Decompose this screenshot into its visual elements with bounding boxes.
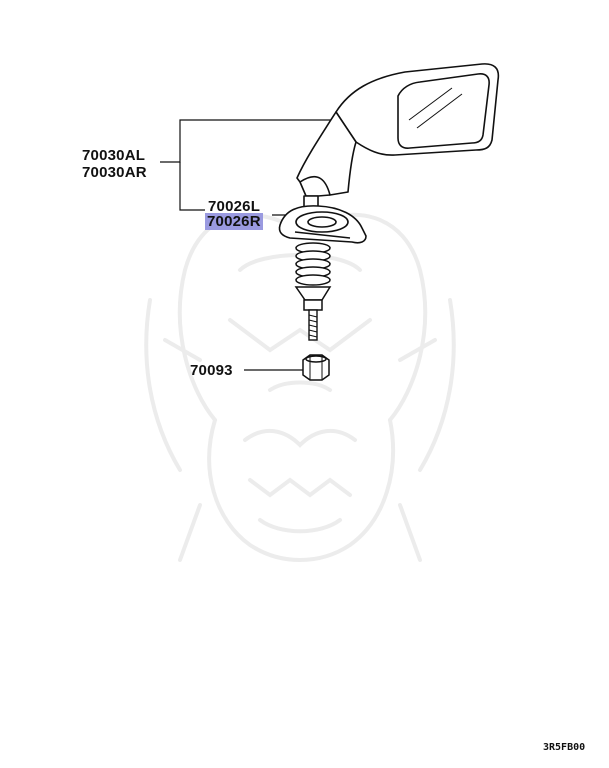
part-number-base-left[interactable]: 70026L <box>208 198 261 215</box>
mirror-bracket-leader <box>160 119 333 163</box>
diagram-code: 3R5FB00 <box>543 742 586 753</box>
mirror-base-part <box>278 205 367 244</box>
nut-part <box>302 354 330 381</box>
part-number-mirror-left[interactable]: 70030AL <box>82 147 146 164</box>
base-bracket-leader <box>179 162 205 211</box>
stud-bolt-part <box>308 309 318 341</box>
part-number-mirror-right[interactable]: 70030AR <box>82 164 147 181</box>
leader-lines <box>160 119 333 371</box>
mirror-glass <box>397 73 490 149</box>
spring-boot-part <box>294 242 332 311</box>
part-number-base-right[interactable]: 70026R <box>205 213 263 230</box>
mirror-arm <box>296 111 357 196</box>
part-number-nut[interactable]: 70093 <box>190 362 233 379</box>
side-mirror-part <box>296 63 500 211</box>
